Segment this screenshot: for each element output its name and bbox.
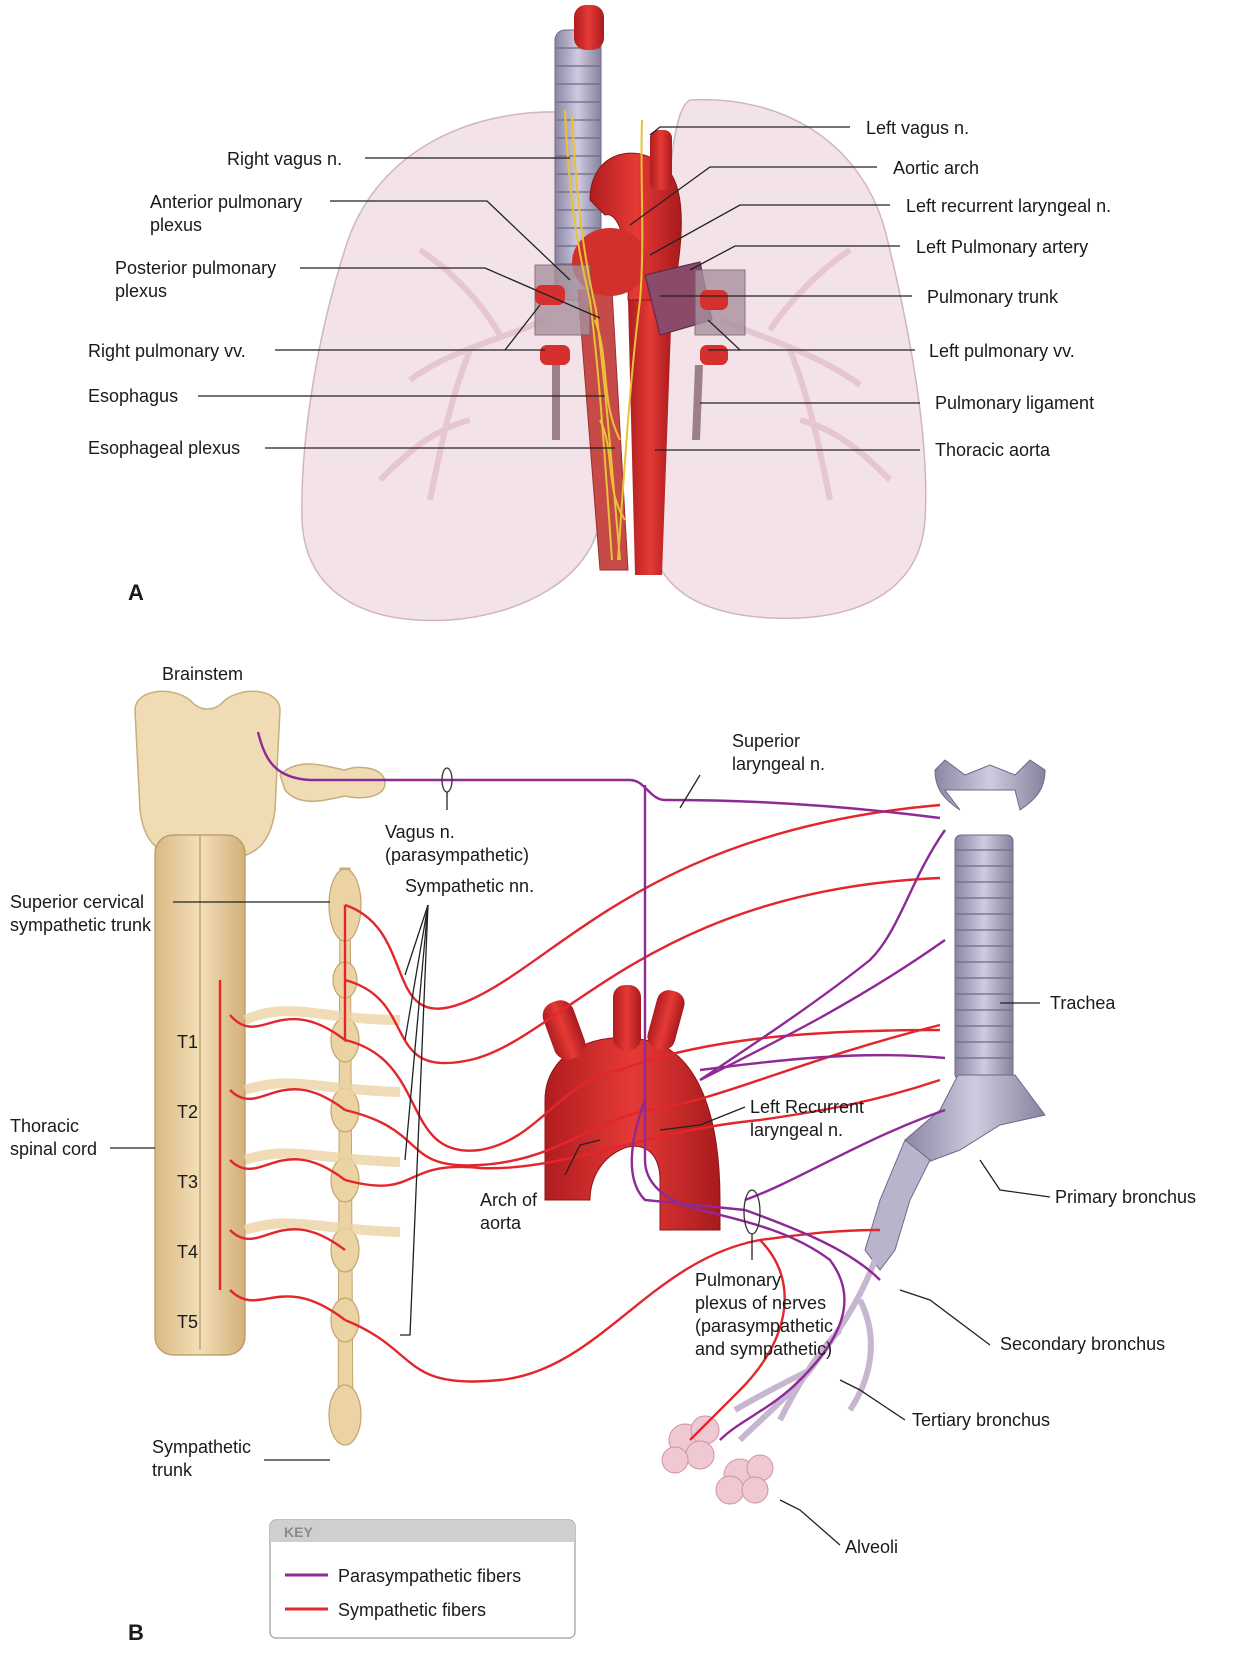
label-esophagus: Esophagus: [88, 386, 178, 406]
label-superior-cervical: Superior cervical: [10, 892, 144, 912]
panel-b-letter: B: [128, 1620, 144, 1645]
panel-a-letter: A: [128, 580, 144, 605]
key-box: KEY Parasympathetic fibers Sympathetic f…: [270, 1520, 575, 1638]
segment-t3: T3: [177, 1172, 198, 1192]
label-left-recurrent-laryngeal: Left recurrent laryngeal n.: [906, 196, 1111, 216]
label-arch-of-aorta-2: aorta: [480, 1213, 522, 1233]
label-thoracic-spinal-cord-2: spinal cord: [10, 1139, 97, 1159]
panel-b: T1 T2 T3 T4 T5 Brainstem Superior laryng…: [10, 664, 1196, 1645]
label-thoracic-aorta: Thoracic aorta: [935, 440, 1051, 460]
right-pulmonary-ligament: [552, 365, 560, 440]
label-pulmonary-plexus-2: plexus of nerves: [695, 1293, 826, 1313]
label-superior-laryngeal-2: laryngeal n.: [732, 754, 825, 774]
alveoli-cluster: [662, 1416, 773, 1504]
label-vagus-2: (parasympathetic): [385, 845, 529, 865]
panel-a: Right vagus n. Anterior pulmonary plexus…: [88, 5, 1111, 620]
label-posterior-pulmonary-plexus: Posterior pulmonary: [115, 258, 276, 278]
label-tertiary-bronchus: Tertiary bronchus: [912, 1410, 1050, 1430]
label-pulmonary-ligament: Pulmonary ligament: [935, 393, 1094, 413]
secondary-bronchus-shape: [865, 1140, 930, 1270]
label-left-recurrent: Left Recurrent: [750, 1097, 864, 1117]
left-pulmonary-vein-lower: [700, 345, 728, 365]
label-right-pulmonary-vv: Right pulmonary vv.: [88, 341, 246, 361]
label-anterior-pulmonary-plexus-2: plexus: [150, 215, 202, 235]
label-vagus: Vagus n.: [385, 822, 455, 842]
great-vessel: [574, 5, 604, 50]
left-vessel-branch: [650, 130, 672, 190]
label-pulmonary-plexus-4: and sympathetic): [695, 1339, 832, 1359]
label-left-vagus: Left vagus n.: [866, 118, 969, 138]
segment-t1: T1: [177, 1032, 198, 1052]
label-trachea: Trachea: [1050, 993, 1116, 1013]
label-left-pulmonary-artery: Left Pulmonary artery: [916, 237, 1088, 257]
label-secondary-bronchus: Secondary bronchus: [1000, 1334, 1165, 1354]
right-pulmonary-vein-lower: [540, 345, 570, 365]
label-alveoli: Alveoli: [845, 1537, 898, 1557]
trachea-b: [935, 760, 1045, 810]
label-esophageal-plexus: Esophageal plexus: [88, 438, 240, 458]
key-label-sympathetic: Sympathetic fibers: [338, 1600, 486, 1620]
label-superior-cervical-2: sympathetic trunk: [10, 915, 152, 935]
label-brainstem: Brainstem: [162, 664, 243, 684]
label-anterior-pulmonary-plexus: Anterior pulmonary: [150, 192, 302, 212]
key-label-parasympathetic: Parasympathetic fibers: [338, 1566, 521, 1586]
segment-t4: T4: [177, 1242, 198, 1262]
label-pulmonary-trunk: Pulmonary trunk: [927, 287, 1059, 307]
label-pulmonary-plexus: Pulmonary: [695, 1270, 781, 1290]
label-sympathetic-trunk-2: trunk: [152, 1460, 193, 1480]
label-sympathetic-nn: Sympathetic nn.: [405, 876, 534, 896]
key-title: KEY: [284, 1524, 313, 1540]
label-posterior-pulmonary-plexus-2: plexus: [115, 281, 167, 301]
trachea-tube-b: [955, 835, 1013, 1080]
segment-t2: T2: [177, 1102, 198, 1122]
label-thoracic-spinal-cord: Thoracic: [10, 1116, 79, 1136]
subclavian-a: [645, 987, 688, 1052]
vagus-ganglia: [280, 764, 385, 801]
label-superior-laryngeal: Superior: [732, 731, 800, 751]
label-right-vagus: Right vagus n.: [227, 149, 342, 169]
carotid-a: [613, 985, 641, 1050]
label-arch-of-aorta: Arch of: [480, 1190, 538, 1210]
segment-t5: T5: [177, 1312, 198, 1332]
brachiocephalic-a: [539, 996, 590, 1063]
right-pulmonary-vein-upper: [535, 285, 565, 305]
label-pulmonary-plexus-3: (parasympathetic: [695, 1316, 833, 1336]
label-primary-bronchus: Primary bronchus: [1055, 1187, 1196, 1207]
primary-bronchus-shape: [905, 1075, 1045, 1165]
label-left-pulmonary-vv: Left pulmonary vv.: [929, 341, 1075, 361]
left-pulmonary-vein-upper: [700, 290, 728, 310]
label-sympathetic-trunk: Sympathetic: [152, 1437, 251, 1457]
left-lung: [650, 100, 926, 619]
label-left-recurrent-2: laryngeal n.: [750, 1120, 843, 1140]
label-aortic-arch: Aortic arch: [893, 158, 979, 178]
